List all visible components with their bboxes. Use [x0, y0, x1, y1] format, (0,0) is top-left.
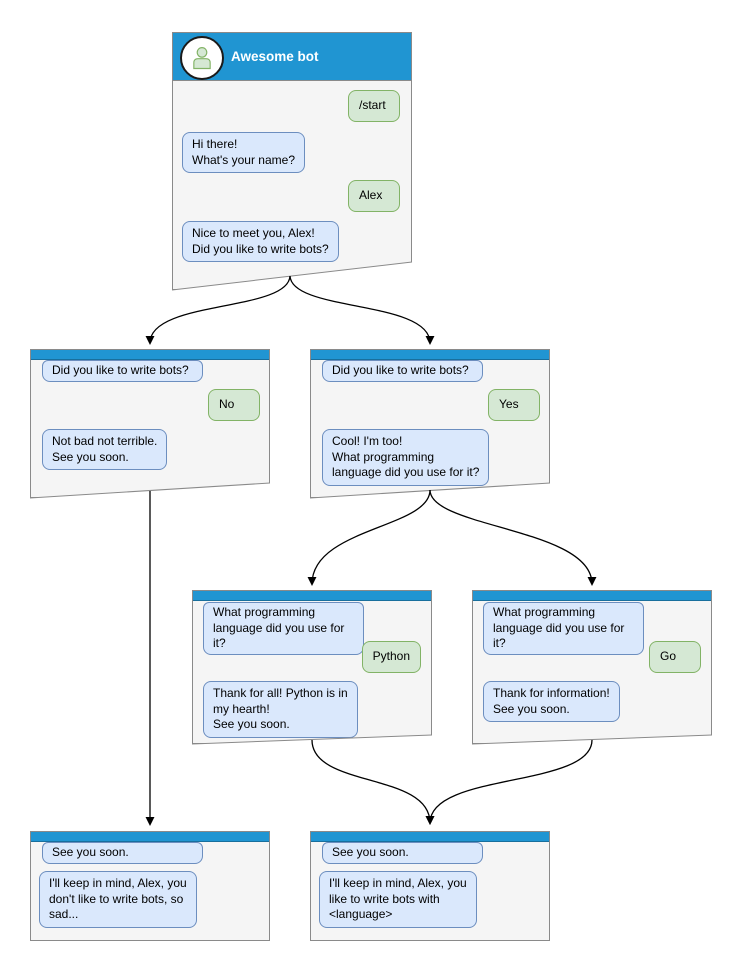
chat-window-end-yes: See you soon. I'll keep in mind, Alex, y…: [310, 831, 550, 941]
chat-titlebar-mini: [193, 591, 431, 601]
bot-message-bubble: I'll keep in mind, Alex, you like to wri…: [319, 871, 477, 928]
chat-window-root: Awesome bot /start Hi there! What's your…: [172, 32, 412, 290]
chat-titlebar-mini: [473, 591, 711, 601]
arrow-yes-to-go: [429, 489, 597, 586]
user-message-bubble: Go: [649, 641, 701, 673]
user-message-bubble: /start: [348, 90, 400, 122]
bot-message-bubble: Thank for all! Python is in my hearth! S…: [203, 681, 358, 738]
context-message-bubble: What programming language did you use fo…: [483, 602, 644, 655]
chat-window-no-branch: Did you like to write bots? No Not bad n…: [30, 349, 270, 498]
user-message-bubble: Python: [361, 641, 421, 673]
chat-window-go-branch: What programming language did you use fo…: [472, 590, 712, 744]
bot-message-bubble: Hi there! What's your name?: [182, 132, 306, 174]
context-message-bubble: What programming language did you use fo…: [203, 602, 364, 655]
chat-titlebar: Awesome bot: [173, 33, 411, 81]
chat-titlebar-mini: [311, 350, 549, 360]
person-icon: [193, 47, 211, 70]
user-message-bubble: Alex: [348, 180, 400, 212]
context-message-bubble: See you soon.: [322, 842, 483, 864]
user-message-bubble: Yes: [488, 389, 540, 421]
chat-window-yes-branch: Did you like to write bots? Yes Cool! I'…: [310, 349, 550, 498]
bot-message-bubble: Nice to meet you, Alex! Did you like to …: [182, 221, 339, 263]
arrow-root-to-no: [145, 275, 291, 345]
chat-titlebar-mini: [31, 832, 269, 842]
chat-title: Awesome bot: [231, 49, 319, 64]
bot-message-bubble: I'll keep in mind, Alex, you don't like …: [39, 871, 197, 928]
bot-message-bubble: Thank for information! See you soon.: [483, 681, 620, 723]
chat-window-python-branch: What programming language did you use fo…: [192, 590, 432, 744]
arrow-go-to-end: [425, 739, 593, 825]
bot-message-bubble: Not bad not terrible. See you soon.: [42, 429, 168, 471]
context-message-bubble: Did you like to write bots?: [42, 360, 203, 382]
context-message-bubble: See you soon.: [42, 842, 203, 864]
chat-window-end-no: See you soon. I'll keep in mind, Alex, y…: [30, 831, 270, 941]
arrow-root-to-yes: [289, 275, 435, 345]
bot-message-bubble: Cool! I'm too! What programming language…: [322, 429, 490, 486]
arrow-yes-to-python: [307, 489, 431, 586]
bot-avatar: [180, 36, 224, 80]
user-message-bubble: No: [208, 389, 260, 421]
chat-titlebar-mini: [31, 350, 269, 360]
chat-titlebar-mini: [311, 832, 549, 842]
arrow-python-to-end: [311, 739, 435, 825]
context-message-bubble: Did you like to write bots?: [322, 360, 483, 382]
